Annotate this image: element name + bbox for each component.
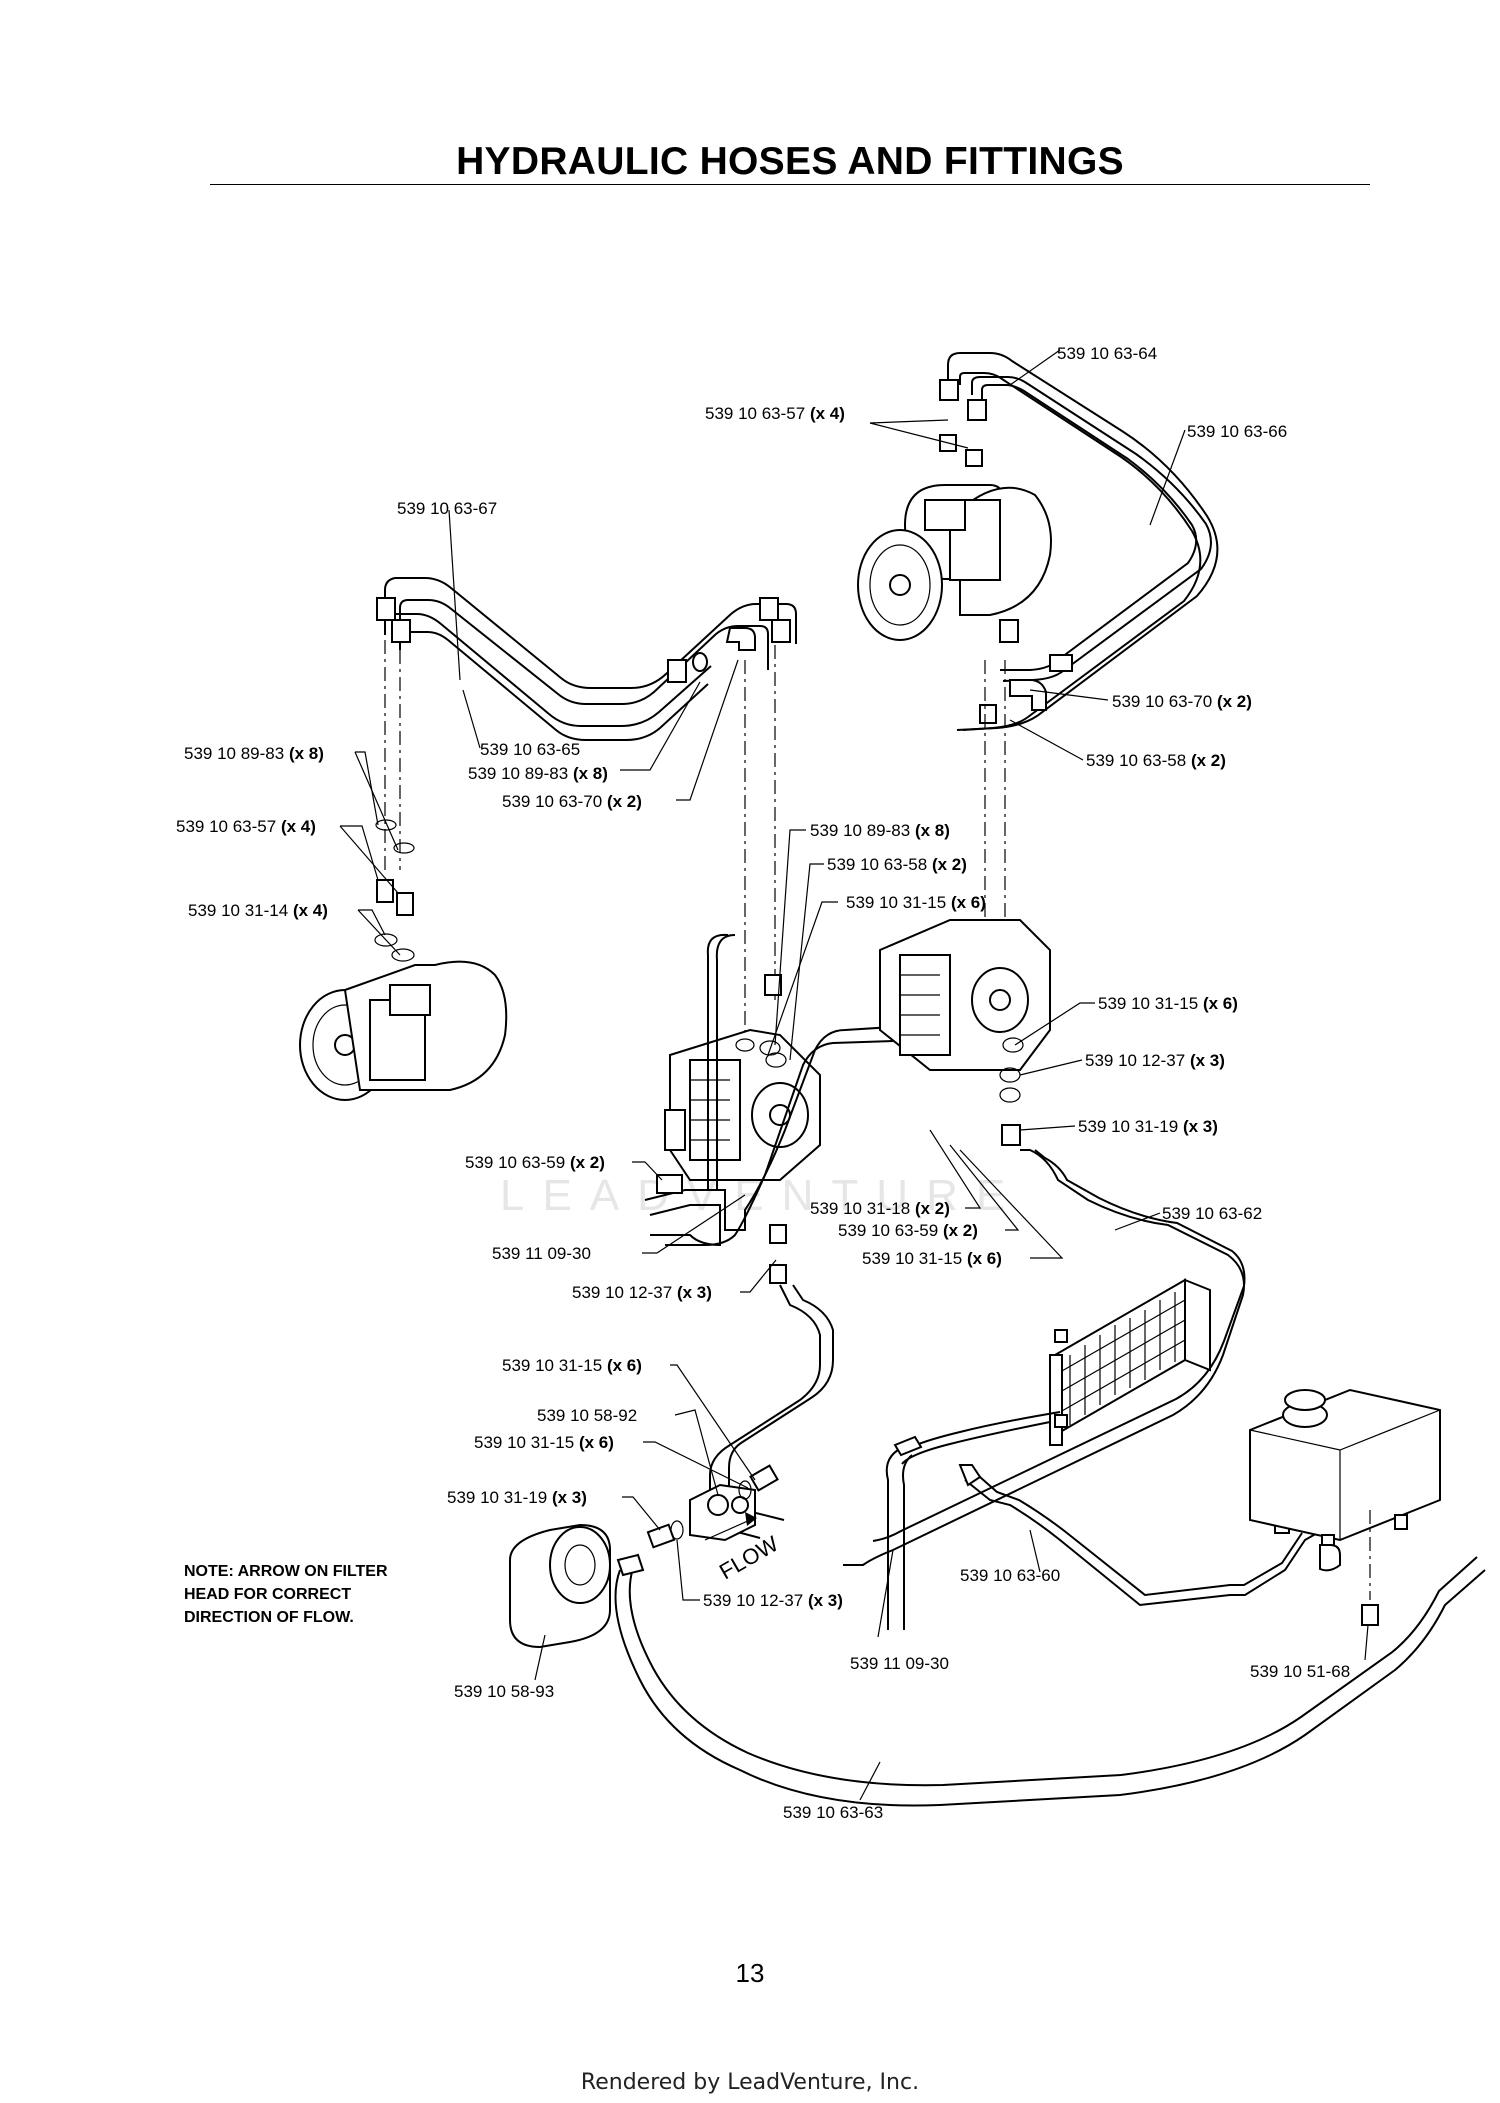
page-number: 13 [735, 1958, 765, 1988]
callout-label: 539 10 31-15 (x 6) [846, 893, 986, 912]
callout-label: 539 10 58-92 [537, 1406, 638, 1425]
callout-label: 539 10 63-62 [1162, 1204, 1263, 1223]
callout-label: 539 10 63-57 (x 4) [176, 817, 316, 836]
flow-arrow [704, 1519, 751, 1541]
callout-label: 539 10 63-66 [1187, 422, 1288, 441]
note-line: NOTE: ARROW ON FILTER [184, 1563, 388, 1580]
oil-cooler [1049, 1278, 1211, 1446]
callout-label: 539 10 63-58 (x 2) [827, 855, 967, 874]
callout-label: 539 10 51-68 [1250, 1662, 1351, 1681]
callout-label: 539 10 31-18 (x 2) [810, 1199, 950, 1218]
callout-label: 539 10 58-93 [454, 1682, 555, 1701]
callout-label: 539 10 63-63 [783, 1803, 884, 1822]
callout-label: 539 10 31-19 (x 3) [447, 1488, 587, 1507]
callout-label: 539 10 31-15 (x 6) [474, 1433, 614, 1452]
callout-label: 539 10 63-59 (x 2) [465, 1153, 605, 1172]
callout-label: 539 10 63-70 (x 2) [502, 792, 642, 811]
filter-head [689, 1483, 756, 1542]
note-line: DIRECTION OF FLOW. [184, 1609, 354, 1626]
callout-label: 539 10 31-19 (x 3) [1078, 1117, 1218, 1136]
callout-label: 539 10 89-83 (x 8) [184, 744, 324, 763]
callout-label: 539 11 09-30 [850, 1654, 949, 1673]
callout-label: 539 10 63-58 (x 2) [1086, 751, 1226, 770]
callout-label: 539 10 89-83 (x 8) [810, 821, 950, 840]
callout-label: 539 10 63-64 [1057, 344, 1158, 363]
callout-label: 539 10 63-65 [480, 740, 581, 759]
motor-left [299, 960, 508, 1101]
leader-lines [339, 349, 1369, 1801]
pump-right [879, 919, 1051, 1071]
callout-label: 539 10 31-14 (x 4) [188, 901, 328, 920]
page-title: HYDRAULIC HOSES AND FITTINGS [456, 140, 1124, 183]
motor-upper-right [857, 484, 1052, 641]
callout-label: 539 10 31-15 (x 6) [862, 1249, 1002, 1268]
callout-label: 539 10 89-83 (x 8) [468, 764, 608, 783]
pump-middle [664, 1028, 821, 1181]
callout-label: 539 10 63-70 (x 2) [1112, 692, 1252, 711]
hydraulic-tank [1249, 1388, 1441, 1550]
callout-label: 539 10 63-57 (x 4) [705, 404, 845, 423]
callout-label: 539 10 31-15 (x 6) [502, 1356, 642, 1375]
note-line: HEAD FOR CORRECT [184, 1586, 352, 1603]
oil-filter [509, 1523, 611, 1649]
callout-label: 539 10 12-37 (x 3) [1085, 1051, 1225, 1070]
callout-label: 539 10 63-59 (x 2) [838, 1221, 978, 1240]
title-rule [210, 184, 1370, 185]
callout-label: 539 10 12-37 (x 3) [572, 1283, 712, 1302]
footer-text: Rendered by LeadVenture, Inc. [580, 2070, 920, 2095]
callout-label: 539 10 63-67 [397, 499, 498, 518]
flow-note: NOTE: ARROW ON FILTER HEAD FOR CORRECT D… [184, 1560, 388, 1629]
callout-label: 539 10 63-60 [960, 1566, 1061, 1585]
callout-label: 539 10 12-37 (x 3) [703, 1591, 843, 1610]
callout-label: 539 11 09-30 [492, 1244, 591, 1263]
callout-label: 539 10 31-15 (x 6) [1098, 994, 1238, 1013]
